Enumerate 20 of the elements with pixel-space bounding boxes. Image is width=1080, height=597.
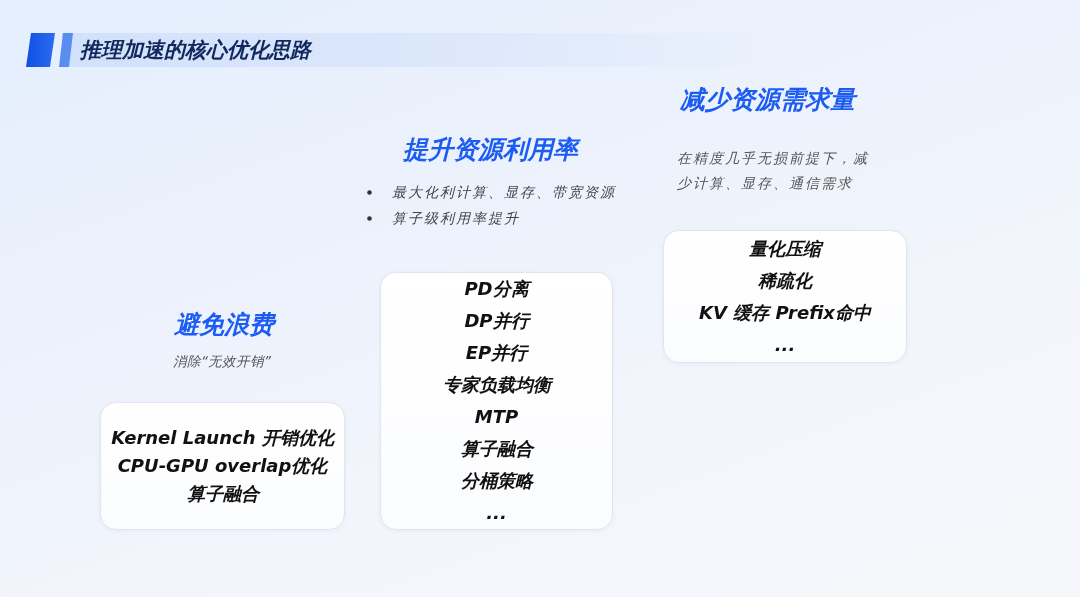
- list-item: 稀疏化: [758, 269, 812, 292]
- list-item: DP并行: [464, 310, 529, 332]
- list-item: Kernel Launch 开销优化: [111, 427, 334, 449]
- list-item: CPU-GPU overlap优化: [117, 455, 328, 477]
- list-item: EP并行: [465, 342, 528, 364]
- rounded-card: [100, 402, 345, 530]
- description: 消除“无效开销”: [173, 352, 271, 370]
- bullet-text: 最大化利计算、显存、带宽资源: [392, 183, 616, 201]
- list-item: 算子融合: [460, 438, 533, 460]
- description: 在精度几乎无损前提下，减少计算、显存、通信需求: [677, 149, 870, 193]
- list-item: ...: [774, 333, 796, 356]
- list-item: 分桶策略: [460, 470, 533, 492]
- bullet-text: 算子级利用率提升: [392, 209, 520, 227]
- rounded-card: [663, 230, 907, 363]
- list-item: 算子融合: [186, 483, 259, 505]
- rounded-card: [380, 272, 613, 530]
- list-item: KV 缓存 Prefix命中: [699, 301, 871, 324]
- title: 推理加速的核心优化思路: [80, 37, 311, 64]
- list-item: ...: [486, 502, 507, 524]
- list-item: MTP: [474, 406, 519, 428]
